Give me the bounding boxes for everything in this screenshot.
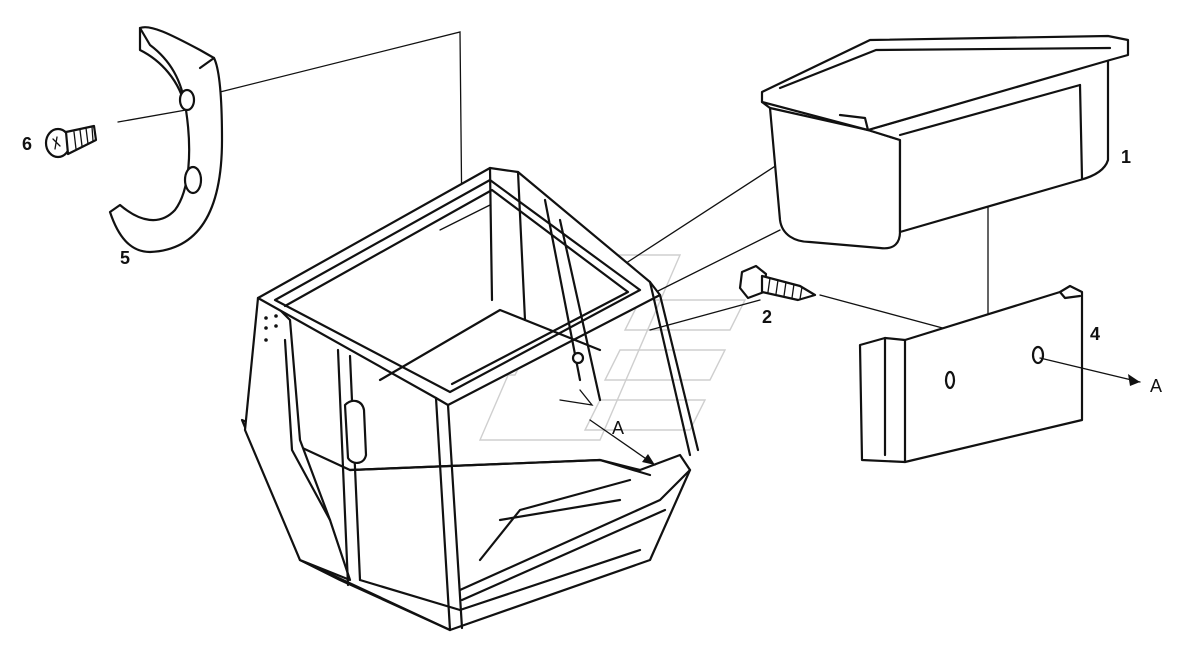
- callout-part-4: 4: [1090, 324, 1100, 344]
- callout-part-6: 6: [22, 134, 32, 154]
- part-5-bracket: [108, 26, 224, 254]
- part-4-plate: [858, 284, 1141, 464]
- part-2-screw: [738, 264, 817, 302]
- callout-part-1: 1: [1121, 147, 1131, 167]
- cab-frame: [240, 166, 700, 632]
- part-6-screw: [44, 124, 98, 159]
- part-1-box: [760, 34, 1130, 250]
- view-a-label-cab: A: [612, 418, 624, 438]
- callout-part-2: 2: [762, 307, 772, 327]
- callout-part-5: 5: [120, 248, 130, 268]
- view-a-label-arrow: A: [1150, 376, 1162, 396]
